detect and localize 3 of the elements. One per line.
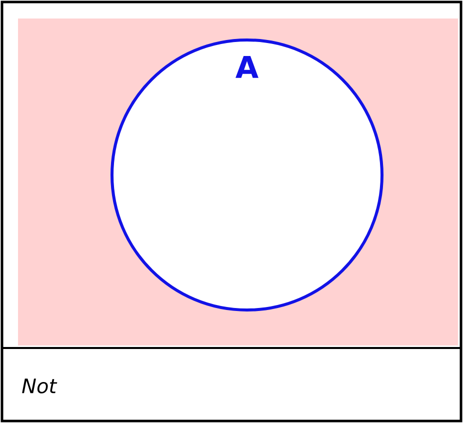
caption: Not (22, 378, 58, 394)
set-label: A (236, 56, 258, 78)
set-circle (110, 38, 384, 312)
